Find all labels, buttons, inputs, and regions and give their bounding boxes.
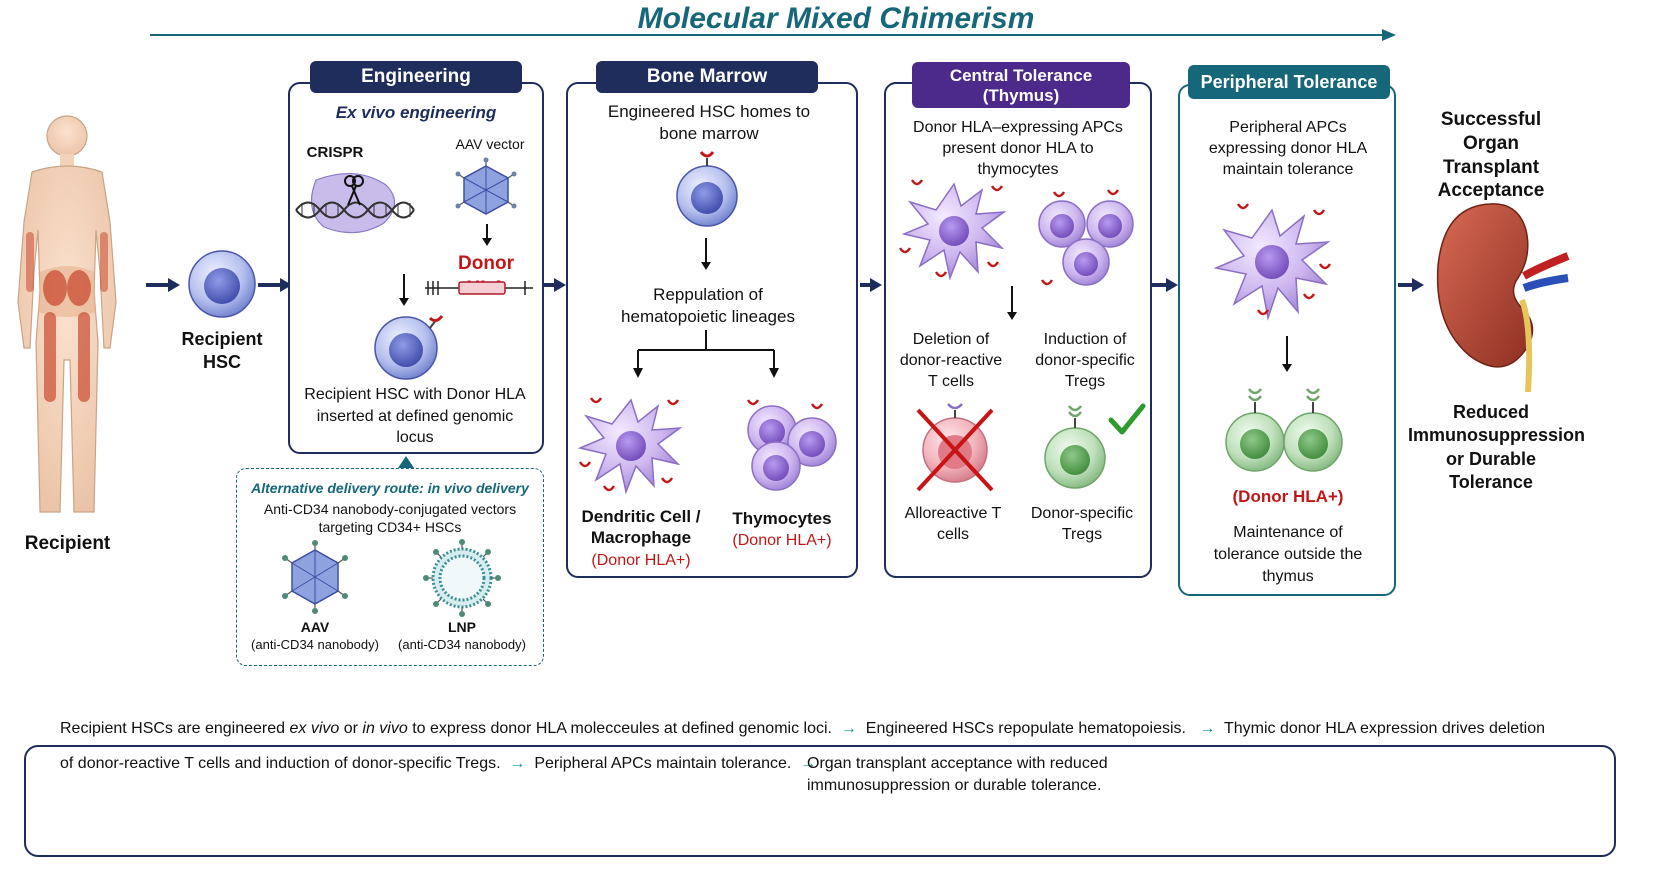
tregs-icon [1225, 388, 1343, 472]
aav-vector-icon [455, 157, 517, 215]
alt-delivery-box [236, 468, 544, 666]
central-desc: Donor HLA–expressing APCs present donor … [913, 119, 1123, 178]
peripheral-desc: Peripheral APCs expressing donor HLA mai… [1208, 119, 1368, 178]
down-arrow [701, 238, 711, 270]
alt-delivery-pointer [398, 456, 414, 468]
summary-arrow-icon: → [795, 755, 821, 772]
engineered-hsc-cell-icon [676, 151, 738, 227]
summary-s1-d: in vivo [362, 720, 408, 737]
crispr-label: CRISPR [306, 144, 364, 161]
success-outcome-text: Successful Organ Transplant Acceptance [1437, 109, 1545, 202]
summary-s4: Peripheral APCs maintain tolerance. [534, 755, 792, 772]
lnp-sub-label: (anti-CD34 nanobody) [398, 637, 526, 652]
branch-arrows [633, 330, 779, 378]
summary-line-2: of donor-reactive T cells and induction … [60, 755, 821, 773]
flow-arrow [860, 278, 882, 292]
page-title: Molecular Mixed Chimerism [637, 2, 1035, 35]
summary-s1-c: or [339, 720, 363, 737]
alt-delivery-desc: Anti-CD34 nanobody-conjugated vectors ta… [263, 501, 517, 536]
alloreactive-label: Alloreactive T cells [904, 505, 1002, 543]
summary-s5b: immunosuppression or durable tolerance. [807, 777, 1102, 794]
ex-vivo-subtitle: Ex vivo engineering [335, 103, 497, 122]
recipient-label: Recipient [24, 533, 111, 554]
thymocytes-icon [746, 399, 837, 491]
thymocytes-hla-label: (Donor HLA+) [732, 532, 832, 549]
summary-s2: Engineered HSCs repopulate hematopoiesis… [865, 720, 1186, 737]
reduced-outcome-text: Reduced Immunosuppression or Durable Tol… [1408, 402, 1586, 493]
human-figure-icon [17, 115, 117, 513]
summary-s1-a: Recipient HSCs are engineered [60, 720, 290, 737]
flow-arrow [258, 278, 292, 292]
thymocytes-icon [1038, 189, 1134, 286]
recipient-hsc-label: Recipient HSC [181, 329, 263, 373]
aav-icon [282, 540, 348, 614]
induction-text: Induction of donor-specific Tregs [1035, 331, 1135, 390]
aav-sub-label: (anti-CD34 nanobody) [251, 637, 379, 652]
tregs-label: Donor-specific Tregs [1030, 505, 1134, 543]
flow-arrow [1152, 278, 1178, 292]
alt-delivery-title: Alternative delivery route: in vivo deli… [251, 480, 529, 496]
bone-marrow-panel [566, 82, 858, 578]
check-icon [1108, 403, 1146, 435]
timeline-arrow [150, 29, 1396, 41]
summary-arrow-icon: → [1190, 720, 1220, 737]
peripheral-maint-text: Maintenance of tolerance outside the thy… [1213, 524, 1363, 586]
summary-arrow-icon: → [504, 755, 530, 772]
engineering-header: Engineering [310, 61, 522, 93]
engineered-hsc-cell-icon [374, 315, 444, 380]
bm-homes-text: Engineered HSC homes to bone marrow [607, 102, 811, 144]
down-arrow [482, 224, 492, 246]
donor-hla-construct-icon [425, 281, 533, 295]
dc-hla-label: (Donor HLA+) [591, 552, 691, 569]
summary-arrow-icon: → [836, 720, 862, 737]
thymocytes-label: Thymocytes [732, 509, 832, 528]
dc-label: Dendritic Cell / Macrophage [581, 507, 701, 548]
alloreactive-tcell-deleted-icon [916, 403, 994, 492]
flow-arrow [1398, 278, 1424, 292]
recipient-hsc-cell-icon [188, 250, 256, 318]
peripheral-tolerance-header: Peripheral Tolerance [1188, 65, 1390, 99]
donor-specific-treg-icon [1044, 405, 1106, 489]
engineering-panel [288, 82, 544, 454]
down-arrow [1007, 286, 1017, 320]
deletion-text: Deletion of donor-reactive T cells [899, 331, 1003, 390]
crispr-dna-icon [295, 172, 415, 234]
flow-arrow [544, 278, 566, 292]
summary-s1-e: to express donor HLA molecceules at defi… [407, 720, 832, 737]
down-arrow [1282, 336, 1292, 372]
dendritic-cell-icon [577, 397, 683, 495]
summary-s5: Organ transplant acceptance with reduced [807, 755, 1108, 772]
down-arrow [399, 274, 409, 306]
summary-s3: Thymic donor HLA expression drives delet… [1223, 720, 1545, 737]
central-tolerance-header: Central Tolerance (Thymus) [912, 62, 1130, 108]
aav-label: AAV [300, 619, 330, 635]
summary-line-1: Recipient HSCs are engineered ex vivo or… [60, 720, 1545, 738]
bone-marrow-header: Bone Marrow [596, 61, 818, 93]
summary-box [24, 745, 1616, 857]
peripheral-hla-label: (Donor HLA+) [1232, 487, 1344, 506]
summary-s3b: of donor-reactive T cells and induction … [60, 755, 501, 772]
flow-arrow [146, 278, 180, 292]
summary-s1-b: ex vivo [289, 720, 340, 737]
central-tolerance-panel [884, 82, 1152, 578]
aav-vector-label: AAV vector [455, 136, 525, 152]
apc-dendritic-cell-icon [898, 179, 1007, 281]
kidney-icon [1436, 203, 1570, 393]
engineering-caption: Recipient HSC with Donor HLA inserted at… [304, 386, 526, 447]
bm-repop-text: Reppulation of hematopoietic lineages [621, 285, 795, 327]
lnp-icon [423, 539, 501, 617]
lnp-label: LNP [448, 619, 476, 635]
peripheral-apc-icon [1213, 203, 1332, 321]
